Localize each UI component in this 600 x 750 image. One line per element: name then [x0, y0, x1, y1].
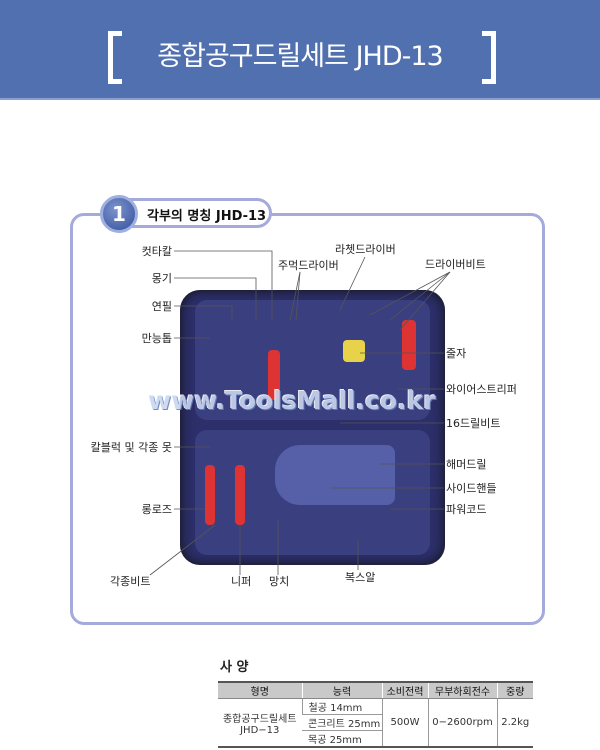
cell-capacity-concrete: 콘크리트 25mm	[302, 714, 382, 731]
label-side-handle: 사이드핸들	[446, 482, 497, 495]
table-row: 목공 25mm	[218, 731, 533, 748]
label-hammer-drill: 해머드릴	[446, 458, 487, 471]
case-top-tray	[195, 300, 430, 420]
header-banner: 종합공구드릴세트 JHD-13	[0, 0, 600, 100]
label-various-bits: 각종비트	[110, 575, 151, 588]
left-bracket	[108, 31, 122, 84]
label-drill-bits: 16드릴비트	[446, 417, 501, 430]
longnose-image	[205, 465, 215, 525]
col-model: 형명	[218, 682, 302, 699]
label-wire-stripper: 와이어스트리퍼	[446, 383, 517, 396]
spec-title: 사 양	[220, 660, 249, 675]
label-saw: 만능톱	[141, 332, 172, 345]
label-pencil: 연필	[151, 300, 172, 313]
spec-header-row: 형명 능력 소비전력 무부하회전수 중량	[218, 682, 533, 699]
label-tape: 줄자	[446, 347, 467, 360]
parts-panel	[70, 213, 545, 625]
hammer-drill-image	[275, 445, 395, 505]
section-badge: 1 각부의 명칭 JHD-13	[100, 195, 272, 233]
col-weight: 중량	[496, 682, 533, 699]
label-ratchet-driver: 라쳇드라이버	[335, 243, 396, 256]
tool-case-image	[180, 290, 445, 565]
label-cutter: 컷타칼	[141, 245, 172, 258]
section-number: 1	[100, 195, 138, 233]
label-fist-driver: 주먹드라이버	[278, 259, 339, 272]
label-driver-bits: 드라이버비트	[425, 258, 486, 271]
cell-power: 500W	[381, 698, 428, 747]
label-monkey-wrench: 몽기	[151, 272, 172, 285]
label-hammer: 망치	[269, 575, 290, 588]
watermark: www.ToolsMall.co.kr	[148, 386, 436, 415]
cell-capacity-wood: 목공 25mm	[308, 735, 362, 746]
page-title: 종합공구드릴세트 JHD-13	[157, 41, 443, 72]
cell-capacity-steel: 철공 14mm	[301, 698, 382, 715]
screwdriver-image	[268, 350, 280, 400]
stripper-image	[402, 320, 416, 370]
label-anchors: 칼블럭 및 각종 못	[90, 441, 172, 454]
col-rpm: 무부하회전수	[427, 682, 497, 699]
col-capacity: 능력	[301, 682, 382, 699]
right-bracket	[482, 31, 496, 84]
nipper-image	[235, 465, 245, 525]
cell-rpm: 0−2600rpm	[427, 698, 497, 747]
table-row: 콘크리트 25mm	[218, 714, 533, 731]
table-row: 종합공구드릴세트 JHD−13 철공 14mm 500W 0−2600rpm 2…	[218, 698, 533, 747]
label-power-cord: 파워코드	[446, 503, 487, 516]
cell-model: 종합공구드릴세트 JHD−13	[222, 713, 297, 736]
col-power: 소비전력	[381, 682, 428, 699]
spec-table: 형명 능력 소비전력 무부하회전수 중량 종합공구드릴세트 JHD−13 철공 …	[218, 681, 533, 748]
label-nipper: 니퍼	[231, 575, 252, 588]
cell-weight: 2.2kg	[496, 698, 533, 747]
label-longnose: 롱로즈	[141, 503, 172, 516]
label-sockets: 복스알	[345, 571, 376, 584]
section-title: 각부의 명칭 JHD-13	[147, 209, 267, 224]
tape-image	[343, 340, 365, 362]
